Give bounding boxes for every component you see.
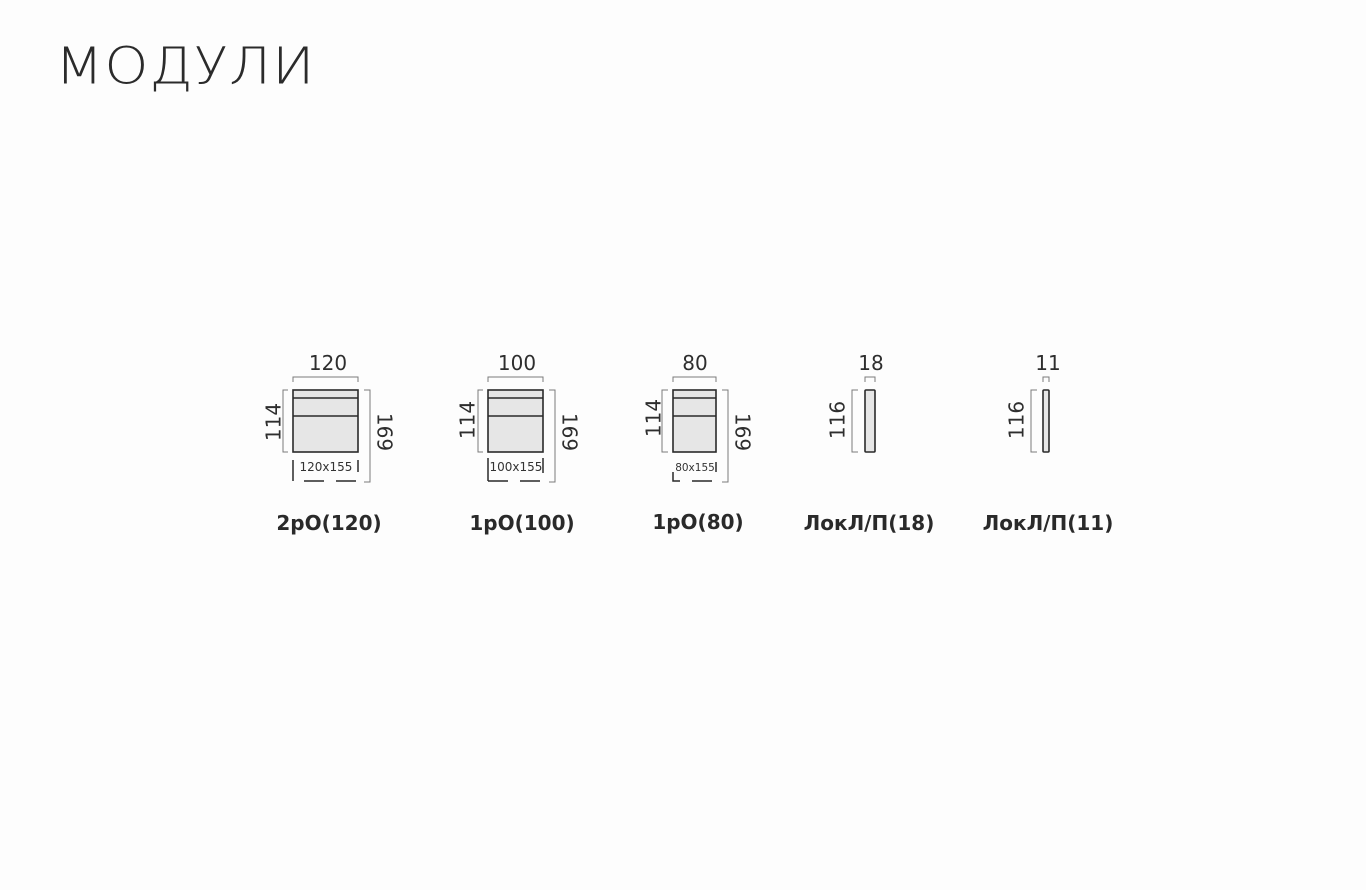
depth-dimension-label: 114 — [262, 403, 286, 441]
width-dimension-label: 120 — [309, 351, 347, 375]
depth-dimension-label: 116 — [1005, 401, 1029, 439]
depth-dimension-line — [1030, 389, 1037, 453]
width-dimension-line — [292, 376, 359, 382]
width-dimension-line — [487, 376, 544, 382]
width-dimension-label: 100 — [498, 351, 536, 375]
width-dimension-line — [864, 376, 876, 382]
extended-size-label: 100x155 — [490, 460, 543, 474]
depth-dimension-line — [851, 389, 858, 453]
module-1ro-100: 100 114 169 100x155 1рО(100) — [456, 351, 582, 535]
module-label: ЛокЛ/П(11) — [983, 511, 1114, 535]
total-depth-dimension-label: 169 — [373, 413, 397, 451]
module-arm-11: 11 116 ЛокЛ/П(11) — [983, 351, 1114, 535]
depth-dimension-label: 116 — [826, 401, 850, 439]
width-dimension-line — [672, 376, 717, 382]
depth-dimension-line — [661, 389, 668, 453]
extended-size-label: 120x155 — [300, 460, 353, 474]
total-depth-dimension-line — [364, 389, 371, 483]
total-depth-dimension-line — [722, 389, 729, 483]
armrest-body — [1042, 389, 1050, 453]
depth-dimension-line — [477, 389, 483, 453]
module-label: 1рО(80) — [652, 510, 743, 534]
page-title: МОДУЛИ — [55, 37, 316, 96]
module-label: ЛокЛ/П(18) — [804, 511, 935, 535]
module-body — [672, 389, 717, 453]
total-depth-dimension-line — [549, 389, 556, 483]
width-dimension-label: 11 — [1035, 351, 1060, 375]
module-2ro-120: 120 114 169 120x155 2рО(120) — [262, 351, 397, 535]
width-dimension-label: 18 — [858, 351, 883, 375]
module-body — [292, 389, 359, 453]
depth-dimension-line — [282, 389, 288, 453]
total-depth-dimension-label: 169 — [731, 413, 755, 451]
extended-size-label: 80x155 — [675, 462, 715, 474]
module-label: 1рО(100) — [469, 511, 574, 535]
module-body — [487, 389, 544, 453]
total-depth-dimension-label: 169 — [558, 413, 582, 451]
module-arm-18: 18 116 ЛокЛ/П(18) — [804, 351, 935, 535]
width-dimension-label: 80 — [682, 351, 707, 375]
depth-dimension-label: 114 — [456, 401, 480, 439]
module-label: 2рО(120) — [276, 511, 381, 535]
module-1ro-80: 80 114 169 80x155 1рО(80) — [642, 351, 755, 534]
extension-left-edge — [672, 472, 680, 482]
width-dimension-line — [1042, 376, 1050, 382]
armrest-body — [864, 389, 876, 453]
